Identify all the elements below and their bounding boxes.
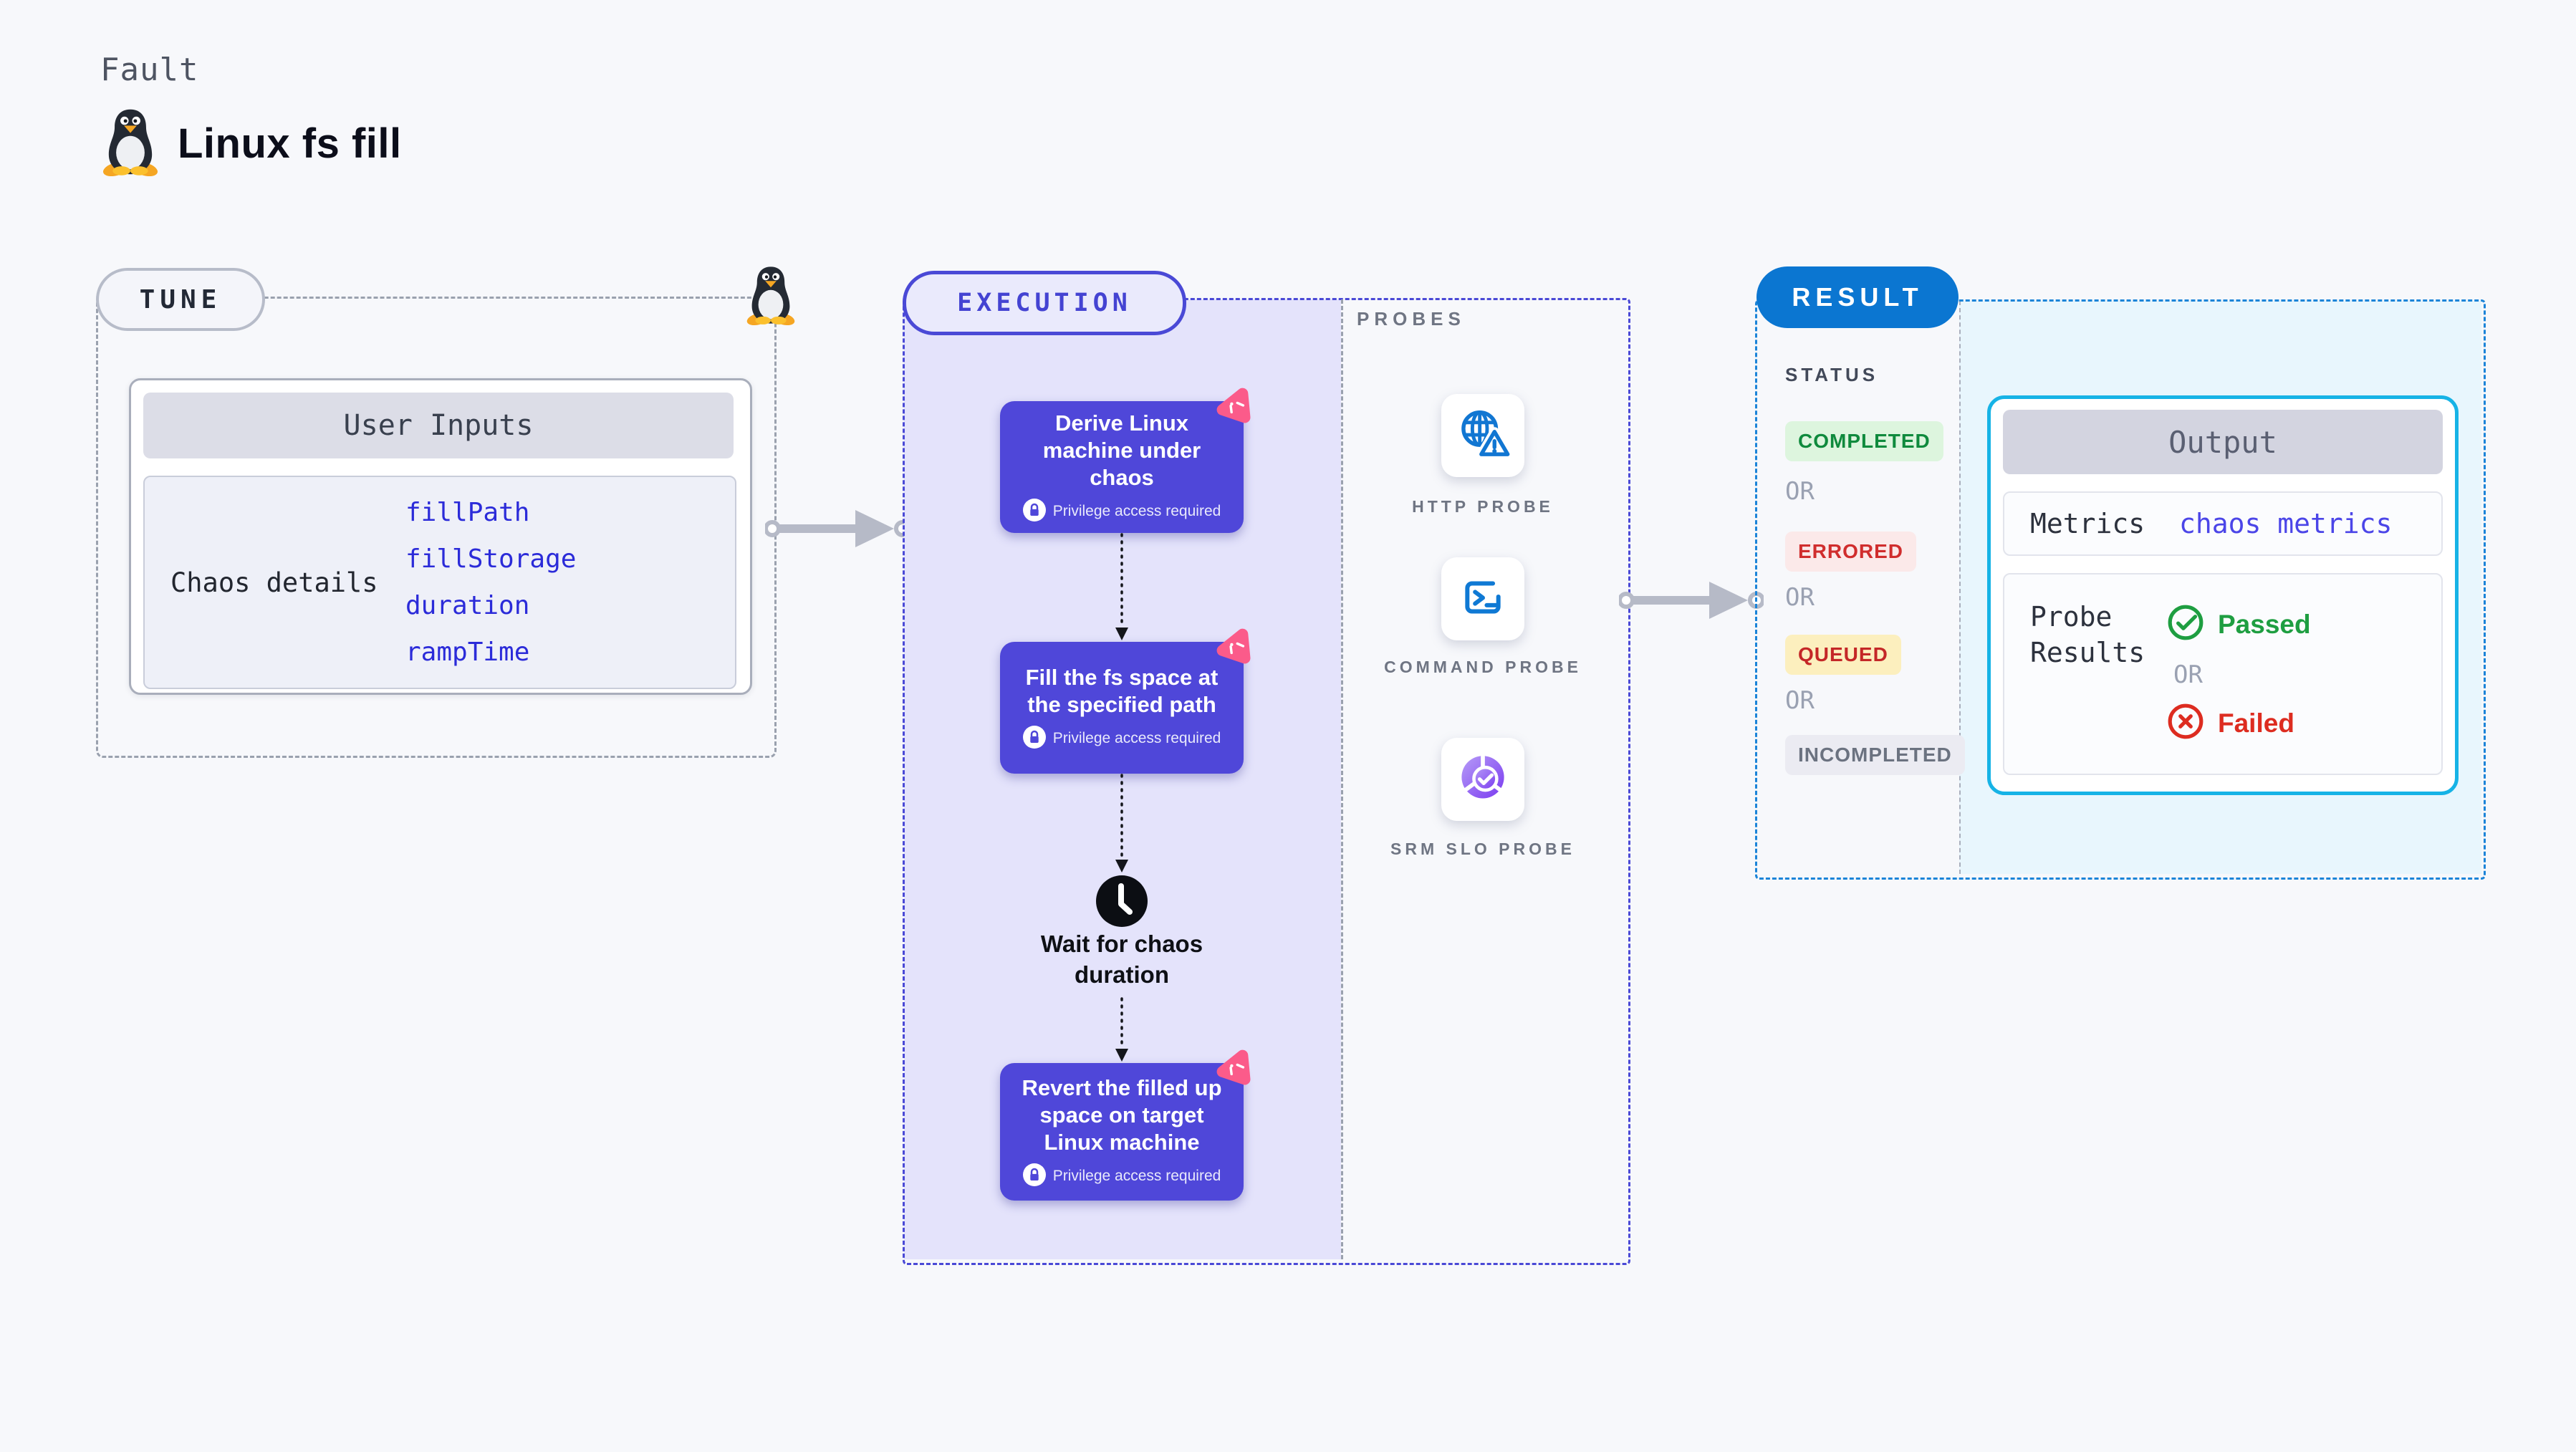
execution-container bbox=[903, 298, 1630, 1265]
passed-label: Passed bbox=[2218, 609, 2311, 639]
result-container bbox=[1755, 299, 2486, 880]
probe-results-label: Probe Results bbox=[2030, 601, 2145, 668]
result-badge: RESULT bbox=[1756, 266, 1959, 328]
chaos-details-label: Chaos details bbox=[170, 567, 378, 598]
step-title: Revert the filled up space on target Lin… bbox=[1022, 1074, 1222, 1155]
chaos-fault-icon bbox=[1212, 623, 1256, 671]
status-chip-queued: QUEUED bbox=[1785, 635, 1901, 675]
privilege-badge: Privilege access required bbox=[1022, 498, 1221, 525]
probe-label: SRM SLO PROBE bbox=[1390, 840, 1575, 858]
slo-donut-icon bbox=[1453, 749, 1512, 811]
failed-label: Failed bbox=[2218, 708, 2294, 738]
probe-label: HTTP PROBE bbox=[1412, 497, 1554, 516]
probes-divider bbox=[1341, 299, 1343, 1259]
page-header: Linux fs fill bbox=[100, 107, 402, 180]
tux-penguin-icon bbox=[100, 107, 160, 180]
probe-item-http bbox=[1441, 394, 1524, 477]
execution-badge: EXECUTION bbox=[903, 271, 1186, 335]
metrics-label: Metrics bbox=[2030, 508, 2145, 539]
metrics-row: Metrics chaos metrics bbox=[2003, 491, 2443, 556]
terminal-icon bbox=[1455, 569, 1511, 629]
wait-step-label: Wait for chaos duration bbox=[1040, 931, 1203, 988]
privilege-badge: Privilege access required bbox=[1022, 725, 1221, 752]
lock-icon bbox=[1022, 498, 1046, 525]
tux-penguin-icon bbox=[745, 264, 797, 330]
probe-item-command bbox=[1441, 557, 1524, 640]
output-header: Output bbox=[2003, 410, 2443, 474]
flow-connector bbox=[1113, 533, 1130, 644]
or-separator: OR bbox=[1785, 686, 1815, 715]
chaos-input-param: duration bbox=[405, 591, 530, 620]
or-separator: OR bbox=[1785, 477, 1815, 506]
step-title: Derive Linux machine under chaos bbox=[1042, 410, 1201, 490]
execution-step-card: Derive Linux machine under chaos Privile… bbox=[1000, 401, 1244, 533]
privilege-badge: Privilege access required bbox=[1022, 1163, 1221, 1190]
chaos-input-params: fillPath fillStorage duration rampTime bbox=[405, 477, 576, 688]
probe-label: COMMAND PROBE bbox=[1384, 658, 1582, 676]
status-heading: STATUS bbox=[1785, 364, 1879, 385]
tune-badge: TUNE bbox=[96, 268, 265, 331]
page-title: Linux fs fill bbox=[178, 120, 402, 167]
or-separator: OR bbox=[1785, 583, 1815, 612]
user-inputs-header: User Inputs bbox=[143, 393, 734, 458]
flow-arrow-tune-to-execution bbox=[764, 507, 911, 554]
lock-icon bbox=[1022, 1163, 1046, 1190]
chaos-details-row: Chaos details fillPath fillStorage durat… bbox=[143, 476, 736, 689]
probe-item-srm-slo bbox=[1441, 738, 1524, 821]
chaos-input-param: fillStorage bbox=[405, 544, 577, 574]
execution-step-card: Revert the filled up space on target Lin… bbox=[1000, 1063, 1244, 1201]
privilege-text: Privilege access required bbox=[1052, 503, 1221, 519]
x-circle-icon bbox=[2166, 702, 2205, 744]
step-title: Fill the fs space at the specified path bbox=[1025, 664, 1219, 717]
status-chip-errored: ERRORED bbox=[1785, 532, 1917, 572]
chaos-input-param: rampTime bbox=[405, 638, 530, 667]
chaos-input-param: fillPath bbox=[405, 498, 530, 527]
lock-icon bbox=[1022, 725, 1046, 752]
metrics-value: chaos metrics bbox=[2179, 508, 2393, 539]
execution-step-card: Fill the fs space at the specified path … bbox=[1000, 642, 1244, 774]
chaos-fault-icon bbox=[1212, 383, 1256, 431]
privilege-text: Privilege access required bbox=[1052, 1168, 1221, 1184]
flow-connector bbox=[1113, 997, 1130, 1065]
probe-results-row: Probe Results Passed OR Failed bbox=[2003, 573, 2443, 775]
fault-eyebrow: Fault bbox=[100, 52, 199, 88]
check-circle-icon bbox=[2166, 603, 2205, 645]
flow-arrow-execution-to-result bbox=[1618, 579, 1765, 625]
status-chip-incompleted: INCOMPLETED bbox=[1785, 735, 1965, 775]
failed-result: Failed bbox=[2166, 702, 2294, 744]
or-separator: OR bbox=[2173, 660, 2203, 689]
passed-result: Passed bbox=[2166, 603, 2311, 645]
flow-connector bbox=[1113, 774, 1130, 876]
status-chip-completed: COMPLETED bbox=[1785, 421, 1943, 461]
clock-icon bbox=[1095, 874, 1149, 932]
privilege-text: Privilege access required bbox=[1052, 730, 1221, 746]
probes-heading: PROBES bbox=[1357, 308, 1466, 330]
chaos-fault-icon bbox=[1212, 1044, 1256, 1092]
globe-alert-icon bbox=[1455, 406, 1513, 466]
